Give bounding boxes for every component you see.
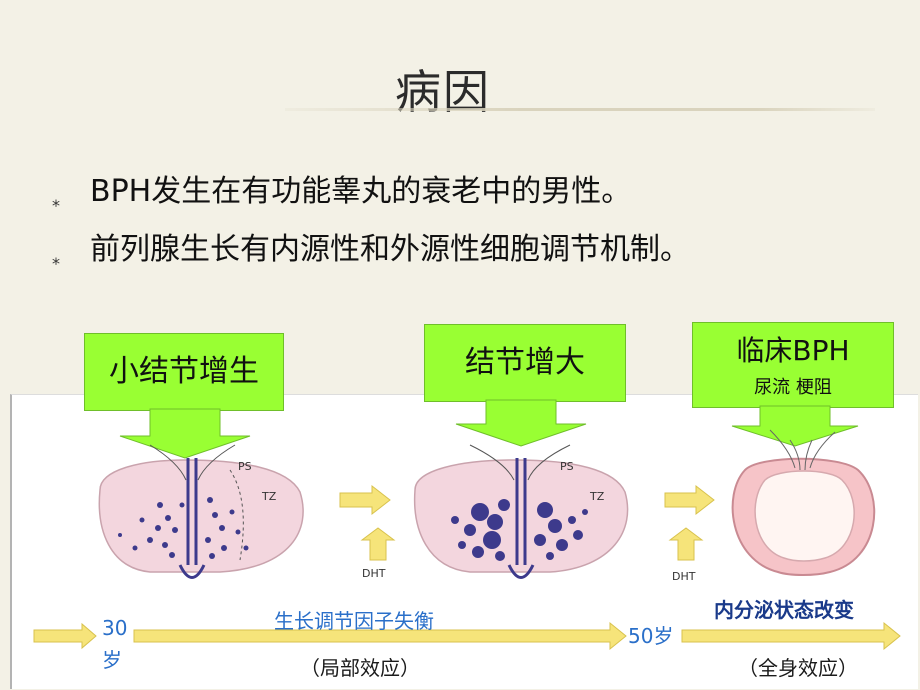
age-50: 50岁 bbox=[628, 624, 674, 648]
timeline-start-arrow bbox=[33, 622, 97, 650]
phase2-subtitle: （全身效应） bbox=[738, 656, 858, 680]
bullet-marker: * bbox=[52, 254, 60, 273]
progress-arrow-2 bbox=[664, 484, 715, 516]
ps-label: PS bbox=[560, 460, 574, 473]
phase2-title: 内分泌状态改变 bbox=[714, 598, 854, 622]
gland-clinical-bph bbox=[731, 429, 876, 576]
timeline-arrow-2 bbox=[681, 621, 901, 651]
dht-arrow-2 bbox=[668, 527, 704, 561]
stage-label: 结节增大 bbox=[424, 324, 626, 402]
bullet-text: BPH发生在有功能睾丸的衰老中的男性。 bbox=[90, 174, 632, 209]
tz-label: TZ bbox=[261, 490, 277, 503]
stage-arrow-3 bbox=[731, 405, 859, 447]
progress-arrow-1 bbox=[339, 484, 391, 516]
dht-label: DHT bbox=[362, 567, 386, 580]
stage-arrow-2 bbox=[455, 399, 587, 447]
title-divider bbox=[285, 108, 875, 111]
bullet-text: 前列腺生长有内源性和外源性细胞调节机制。 bbox=[90, 232, 690, 267]
stage-sub-label: 尿流 梗阻 bbox=[754, 377, 832, 398]
stage-arrow-1 bbox=[119, 408, 251, 459]
ps-label: PS bbox=[238, 460, 252, 473]
dht-arrow-1 bbox=[360, 527, 396, 561]
gland-enlarged-nodules: PS TZ bbox=[413, 444, 629, 579]
tz-label: TZ bbox=[589, 490, 605, 503]
stage-label: 临床BPH bbox=[736, 334, 850, 367]
phase1-title: 生长调节因子失衡 bbox=[274, 609, 434, 633]
gland-small-nodules: PS TZ bbox=[98, 444, 304, 579]
phase1-subtitle: （局部效应） bbox=[300, 656, 420, 680]
small-nodules bbox=[118, 497, 249, 559]
stage-box: 临床BPH 尿流 梗阻 bbox=[692, 322, 894, 408]
age-30-unit: 岁 bbox=[102, 648, 122, 672]
timeline-arrow-1 bbox=[133, 621, 627, 651]
age-30-number: 30 bbox=[102, 616, 128, 640]
bullet-marker: * bbox=[52, 196, 60, 215]
dht-label: DHT bbox=[672, 570, 696, 583]
large-nodules bbox=[451, 499, 588, 561]
